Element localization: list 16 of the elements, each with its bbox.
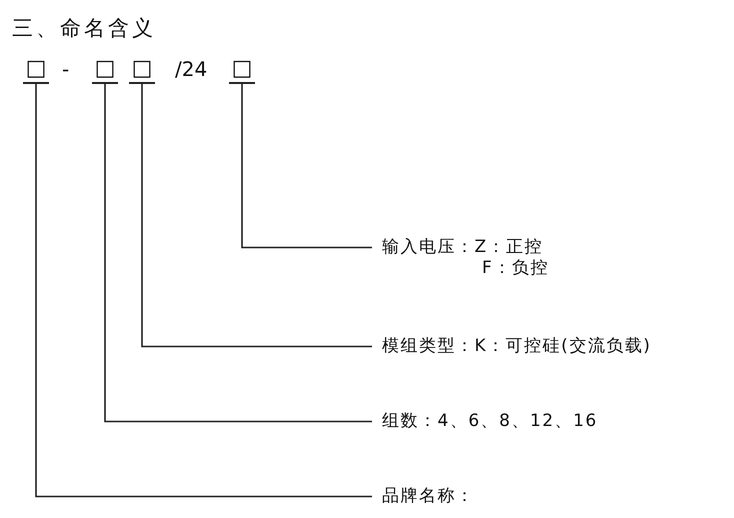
code-separator: - [62,57,70,81]
definition-text: 品牌名称： [382,486,474,507]
definition-text: F：负控 [481,258,549,279]
code-field: □ [92,57,118,84]
definition-text: 输入电压：Z：正控 [382,237,544,258]
code-field: □ [129,57,155,84]
section-title: 三、命名含义 [12,15,156,42]
definition-text: 组数：4、6、8、12、16 [382,411,598,432]
leader-line [35,84,372,498]
code-separator: /24 [175,57,208,81]
definition-text: 模组类型：K：可控硅(交流负载) [382,336,652,357]
leader-line [141,84,372,348]
leader-line [241,84,372,248]
leader-line [104,84,372,422]
code-field: □ [229,57,255,84]
code-field: □ [23,57,49,84]
